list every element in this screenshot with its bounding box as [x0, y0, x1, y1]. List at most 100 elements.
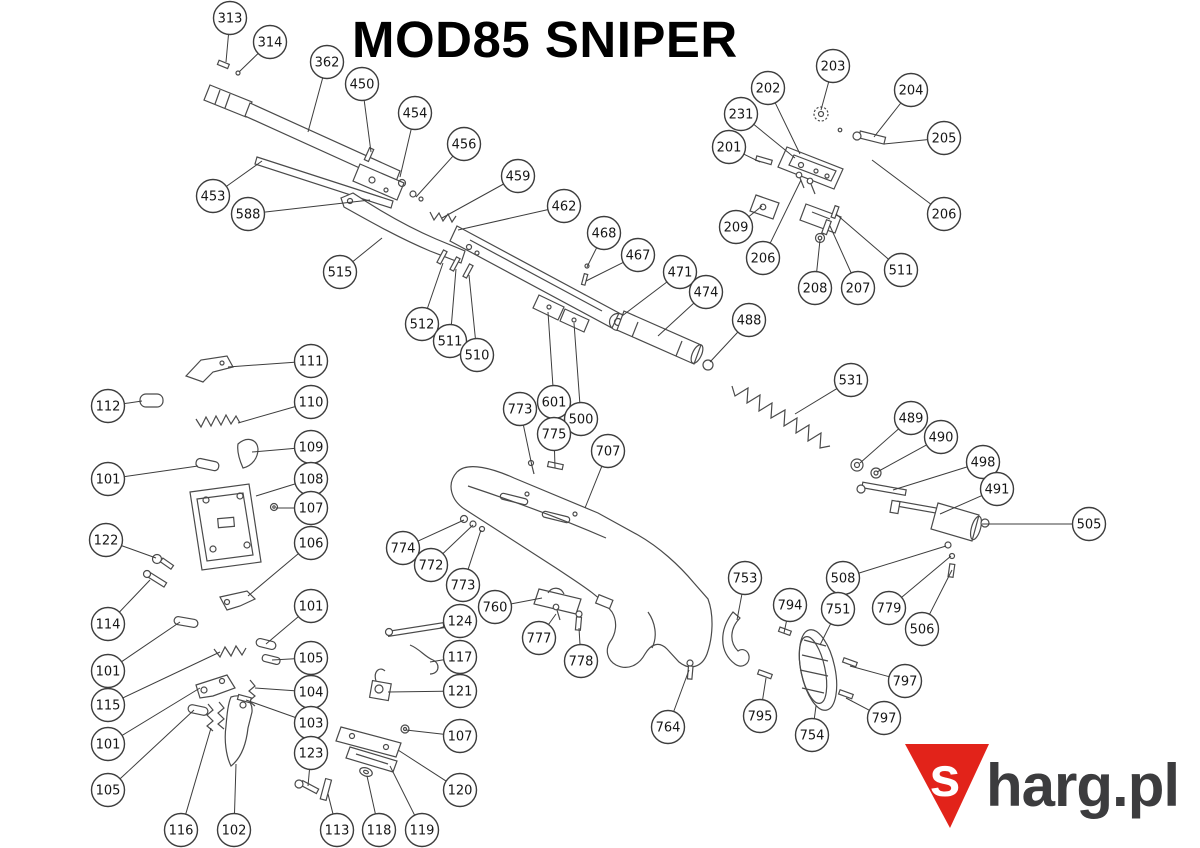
brand-logo: s harg.pl — [903, 742, 1180, 832]
callout-number: 754 — [800, 729, 825, 744]
callout-number: 362 — [315, 56, 340, 71]
callout-number: 498 — [971, 456, 996, 471]
callout-bubble — [442, 673, 478, 709]
callout-471: 471 — [621, 254, 698, 317]
leader-line — [929, 569, 953, 615]
callout-bubble — [90, 461, 126, 497]
trigger — [224, 695, 253, 767]
callout-511: 511 — [835, 213, 919, 288]
callout-number: 777 — [527, 632, 552, 647]
callout-112: 112 — [90, 388, 143, 424]
cocking-lever — [340, 192, 466, 264]
callout-505: 505 — [982, 506, 1107, 542]
callout-number: 208 — [803, 282, 828, 297]
callout-114: 114 — [90, 579, 151, 642]
callout-116: 116 — [163, 727, 212, 848]
callout-number: 588 — [236, 208, 261, 223]
callout-bubble — [442, 772, 478, 808]
callout-number: 206 — [932, 208, 957, 223]
callout-462: 462 — [457, 188, 582, 231]
callout-bubble — [887, 663, 923, 699]
callout-120: 120 — [397, 749, 478, 808]
butt-pad — [756, 626, 859, 711]
callout-bubble — [397, 95, 433, 131]
callout-bubble — [904, 611, 940, 647]
callout-number: 105 — [299, 652, 324, 667]
leader-line — [813, 705, 817, 719]
callout-bubble — [293, 588, 329, 624]
brand-letter-s: s — [929, 745, 960, 808]
leader-line — [441, 183, 504, 219]
leader-line — [122, 651, 221, 699]
callout-bubble — [650, 709, 686, 745]
leader-line — [783, 620, 787, 634]
callout-bubble — [90, 772, 126, 808]
leader-line — [251, 447, 295, 453]
leader-line — [794, 388, 838, 415]
callout-number: 775 — [542, 428, 567, 443]
callout-bubble — [293, 490, 329, 526]
leader-line — [871, 159, 932, 205]
callout-111: 111 — [227, 343, 329, 379]
callout-number: 201 — [717, 141, 742, 156]
leader-line — [511, 597, 543, 605]
stock — [450, 466, 713, 668]
callout-bubble — [90, 653, 126, 689]
callout-121: 121 — [387, 673, 478, 709]
callout-110: 110 — [237, 384, 329, 424]
callout-106: 106 — [247, 525, 329, 597]
callout-bubble — [442, 603, 478, 639]
leader-line — [121, 687, 201, 736]
callout-bubble — [293, 640, 329, 676]
callout-number: 795 — [748, 710, 773, 725]
callout-764: 764 — [650, 669, 690, 745]
callout-208: 208 — [797, 239, 833, 306]
callout-bubble — [442, 639, 478, 675]
callout-number: 779 — [877, 602, 902, 617]
callout-number: 106 — [299, 537, 324, 552]
callout-number: 114 — [96, 618, 121, 633]
callout-number: 797 — [893, 675, 918, 690]
leader-line — [417, 519, 465, 542]
trigger-guard — [686, 611, 750, 680]
callout-bubble — [750, 70, 786, 106]
leader-line — [363, 100, 372, 153]
leader-line — [415, 155, 454, 198]
callout-206: 206 — [871, 159, 962, 232]
callout-number: 753 — [733, 572, 758, 587]
callout-bubble — [344, 66, 380, 102]
leader-line — [621, 281, 668, 317]
callout-number: 490 — [929, 431, 954, 446]
callout-498: 498 — [892, 444, 1001, 491]
barrel-linkage — [254, 156, 394, 209]
callout-102: 102 — [216, 763, 252, 848]
leader-line — [227, 361, 295, 368]
callout-107: 107 — [276, 490, 329, 526]
callout-777: 777 — [521, 613, 557, 656]
barrel-assembly — [203, 59, 457, 224]
leader-line — [586, 247, 598, 268]
leader-line — [254, 687, 295, 692]
callout-bubble — [445, 567, 481, 603]
callout-bubble — [442, 718, 478, 754]
leader-line — [429, 659, 444, 663]
callout-number: 122 — [94, 534, 119, 549]
callout-number: 471 — [668, 266, 693, 281]
callout-456: 456 — [415, 126, 482, 198]
leader-line — [352, 237, 383, 262]
leader-line — [121, 621, 181, 663]
leader-line — [271, 658, 295, 661]
callout-bubble — [718, 209, 754, 245]
callout-bubble — [293, 735, 329, 771]
callout-453: 453 — [195, 160, 263, 214]
callout-bubble — [404, 812, 440, 848]
callout-bubble — [216, 812, 252, 848]
callout-209: 209 — [718, 205, 763, 245]
callout-number: 773 — [451, 579, 476, 594]
callout-795: 795 — [742, 677, 778, 734]
callout-bubble — [293, 525, 329, 561]
callout-number: 113 — [325, 824, 350, 839]
callout-bubble — [1071, 506, 1107, 542]
callout-797: 797 — [845, 697, 902, 736]
callout-number: 104 — [299, 686, 324, 701]
